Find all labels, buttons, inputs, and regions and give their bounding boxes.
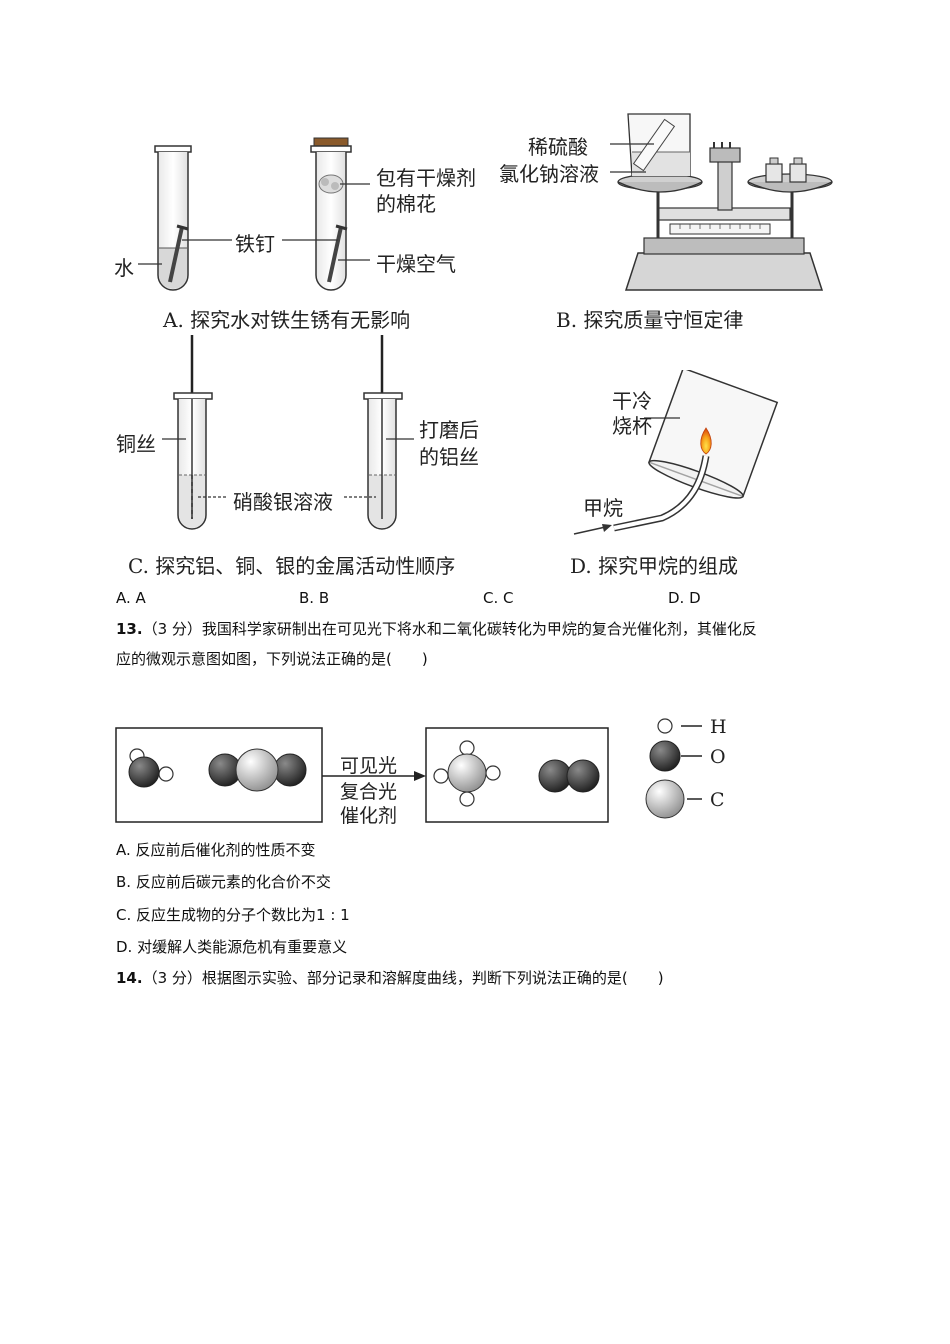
label-cotton-line1: 包有干燥剂: [376, 166, 476, 190]
legend: H O C: [645, 716, 727, 819]
label-methane: 甲烷: [583, 496, 623, 520]
o2-molecule: [538, 759, 600, 793]
q13-option-b[interactable]: B. 反应前后碳元素的化合价不交: [116, 873, 331, 891]
reaction-arrow-icon: [414, 771, 426, 781]
figure-b-balance: [610, 113, 833, 291]
weights: [765, 157, 807, 183]
caption-d: D. 探究甲烷的组成: [570, 554, 739, 578]
test-tube-aluminium: [363, 335, 403, 530]
test-tube-copper: [173, 335, 213, 530]
iron-nail-2: [327, 224, 348, 283]
arrow-label-catalyst: 催化剂: [340, 805, 398, 827]
q14-number: 14.: [116, 969, 143, 987]
q13-option-c[interactable]: C. 反应生成物的分子个数比为1 : 1: [116, 906, 350, 924]
q14-stem-text: （3 分）根据图示实验、部分记录和溶解度曲线，判断下列说法正确的是( ): [142, 969, 664, 987]
dry-cold-beaker: [648, 370, 779, 499]
label-dry-cold-line2: 烧杯: [612, 414, 652, 438]
q12-option-a[interactable]: A. A: [116, 589, 146, 607]
q13-number: 13.: [116, 620, 143, 638]
label-dry-air: 干燥空气: [376, 252, 456, 276]
label-dry-cold-line1: 干冷: [612, 389, 652, 413]
q12-option-c[interactable]: C. C: [483, 589, 514, 607]
label-water: 水: [114, 256, 134, 280]
q13-stem-line2: 应的微观示意图如图，下列说法正确的是( ): [116, 650, 428, 668]
q12-option-d[interactable]: D. D: [668, 589, 701, 607]
label-polished-line2: 的铝丝: [419, 445, 479, 469]
arrow-icon: [602, 524, 612, 532]
legend-o: O: [710, 746, 726, 768]
label-silver-nitrate: 硝酸银溶液: [233, 490, 333, 514]
label-iron-nail: 铁钉: [235, 232, 275, 256]
q13-stem: 13.（3 分）我国科学家研制出在可见光下将水和二氧化碳转化为甲烷的复合光催化剂…: [116, 614, 846, 674]
caption-a: A. 探究水对铁生锈有无影响: [163, 308, 411, 332]
figure-a-rusting: [138, 137, 370, 291]
caption-c: C. 探究铝、铜、银的金属活动性顺序: [128, 554, 456, 578]
label-copper-wire: 铜丝: [116, 432, 156, 456]
q12-option-b[interactable]: B. B: [299, 589, 330, 607]
test-tube-dry: [310, 137, 352, 291]
figure-d-methane: [573, 370, 779, 535]
q14-stem: 14.（3 分）根据图示实验、部分记录和溶解度曲线，判断下列说法正确的是( ): [116, 963, 846, 993]
beaker-on-pan: [627, 113, 691, 177]
co2-molecule: [208, 748, 307, 792]
q13-stem-line1: （3 分）我国科学家研制出在可见光下将水和二氧化碳转化为甲烷的复合光催化剂，其催…: [142, 620, 757, 638]
q13-option-a[interactable]: A. 反应前后催化剂的性质不变: [116, 841, 316, 859]
legend-c: C: [710, 789, 725, 811]
label-nacl-solution: 氯化钠溶液: [499, 162, 599, 186]
label-cotton-line2: 的棉花: [376, 192, 436, 216]
methane-molecule: [433, 740, 501, 807]
legend-h: H: [710, 716, 727, 738]
arrow-label-visible-light: 可见光: [340, 755, 398, 777]
iron-nail-1: [168, 224, 189, 283]
water-molecule: [128, 748, 174, 788]
label-polished-line1: 打磨后: [419, 418, 479, 442]
caption-b: B. 探究质量守恒定律: [556, 308, 744, 332]
arrow-label-composite: 复合光: [340, 781, 398, 803]
figure-c-metal-activity: [162, 335, 414, 530]
q13-reaction-diagram: H O C: [115, 716, 727, 823]
q13-option-d[interactable]: D. 对缓解人类能源危机有重要意义: [116, 938, 348, 956]
label-dilute-sulfuric-acid: 稀硫酸: [528, 135, 588, 159]
flame-icon: [700, 427, 712, 455]
